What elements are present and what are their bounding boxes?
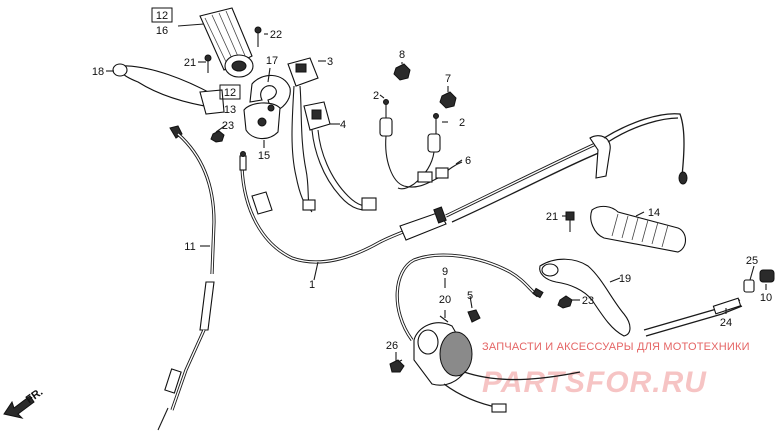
screw-21-upper: [204, 54, 212, 73]
label-23-left: 23: [222, 120, 234, 132]
brake-lever-19: [539, 258, 631, 337]
label-12-mid: 12: [224, 87, 236, 99]
part-25: [743, 279, 755, 293]
callouts: 12 16 22 21 18 3 17 12 13 23 15 4 8 7 2 …: [92, 7, 772, 352]
label-14: 14: [648, 207, 660, 219]
label-2-right: 2: [459, 117, 465, 129]
sensor-7: [439, 91, 457, 109]
label-13: 13: [224, 104, 236, 116]
cable-1: [239, 113, 688, 264]
label-2-left: 2: [373, 90, 379, 102]
label-6: 6: [465, 155, 471, 167]
front-direction-arrow: FR.: [3, 386, 45, 419]
sensor-8: [393, 63, 411, 81]
label-17: 17: [266, 55, 278, 67]
switch-2-left: [379, 99, 393, 137]
switch-2-right: [427, 113, 441, 153]
nut-23-left: [210, 130, 225, 143]
label-24: 24: [720, 317, 732, 329]
label-9: 9: [442, 266, 448, 278]
watermark-tagline: ЗАПЧАСТИ И АКСЕССУАРЫ ДЛЯ МОТОТЕХНИКИ: [482, 341, 750, 353]
wire-harness-6: [385, 135, 463, 190]
screw-21-right: [565, 211, 575, 232]
part-10: [759, 269, 775, 283]
label-5: 5: [467, 290, 473, 302]
screw-22: [254, 26, 262, 47]
throttle-grip-16: [199, 7, 254, 78]
clutch-lever-18: [112, 63, 225, 115]
label-11: 11: [184, 241, 195, 253]
label-18: 18: [92, 66, 104, 78]
label-23-right: 23: [582, 295, 594, 307]
label-16: 16: [156, 25, 168, 37]
label-25: 25: [746, 255, 758, 267]
label-3: 3: [327, 56, 333, 68]
label-12-top: 12: [156, 10, 168, 22]
label-1: 1: [309, 279, 315, 291]
label-26: 26: [386, 340, 398, 352]
label-7: 7: [445, 73, 451, 85]
label-10: 10: [760, 292, 772, 304]
label-4: 4: [340, 119, 346, 131]
switch-4: [303, 101, 377, 211]
throttle-housing: [389, 253, 581, 413]
label-19: 19: [619, 273, 631, 285]
label-15: 15: [258, 150, 270, 162]
cable-24: [643, 297, 743, 337]
leader-lines: [106, 23, 767, 363]
label-8: 8: [399, 49, 405, 61]
watermark-logo: PARTSFOR.RU: [482, 366, 707, 399]
right-grip-14: [590, 205, 687, 253]
nut-23-right: [557, 295, 573, 309]
switch-3: [287, 57, 319, 213]
watermark: PARTSFOR.RU ЗАПЧАСТИ И АКСЕССУАРЫ ДЛЯ МО…: [482, 341, 750, 399]
callout-box-12-mid: [219, 84, 241, 100]
label-22: 22: [270, 29, 282, 41]
label-21-upper: 21: [184, 57, 196, 69]
callout-box-12-top: [151, 7, 173, 23]
label-21-right: 21: [546, 211, 558, 223]
label-20: 20: [439, 294, 451, 306]
cable-11: [157, 125, 216, 431]
switch-housing-15: [243, 74, 291, 140]
